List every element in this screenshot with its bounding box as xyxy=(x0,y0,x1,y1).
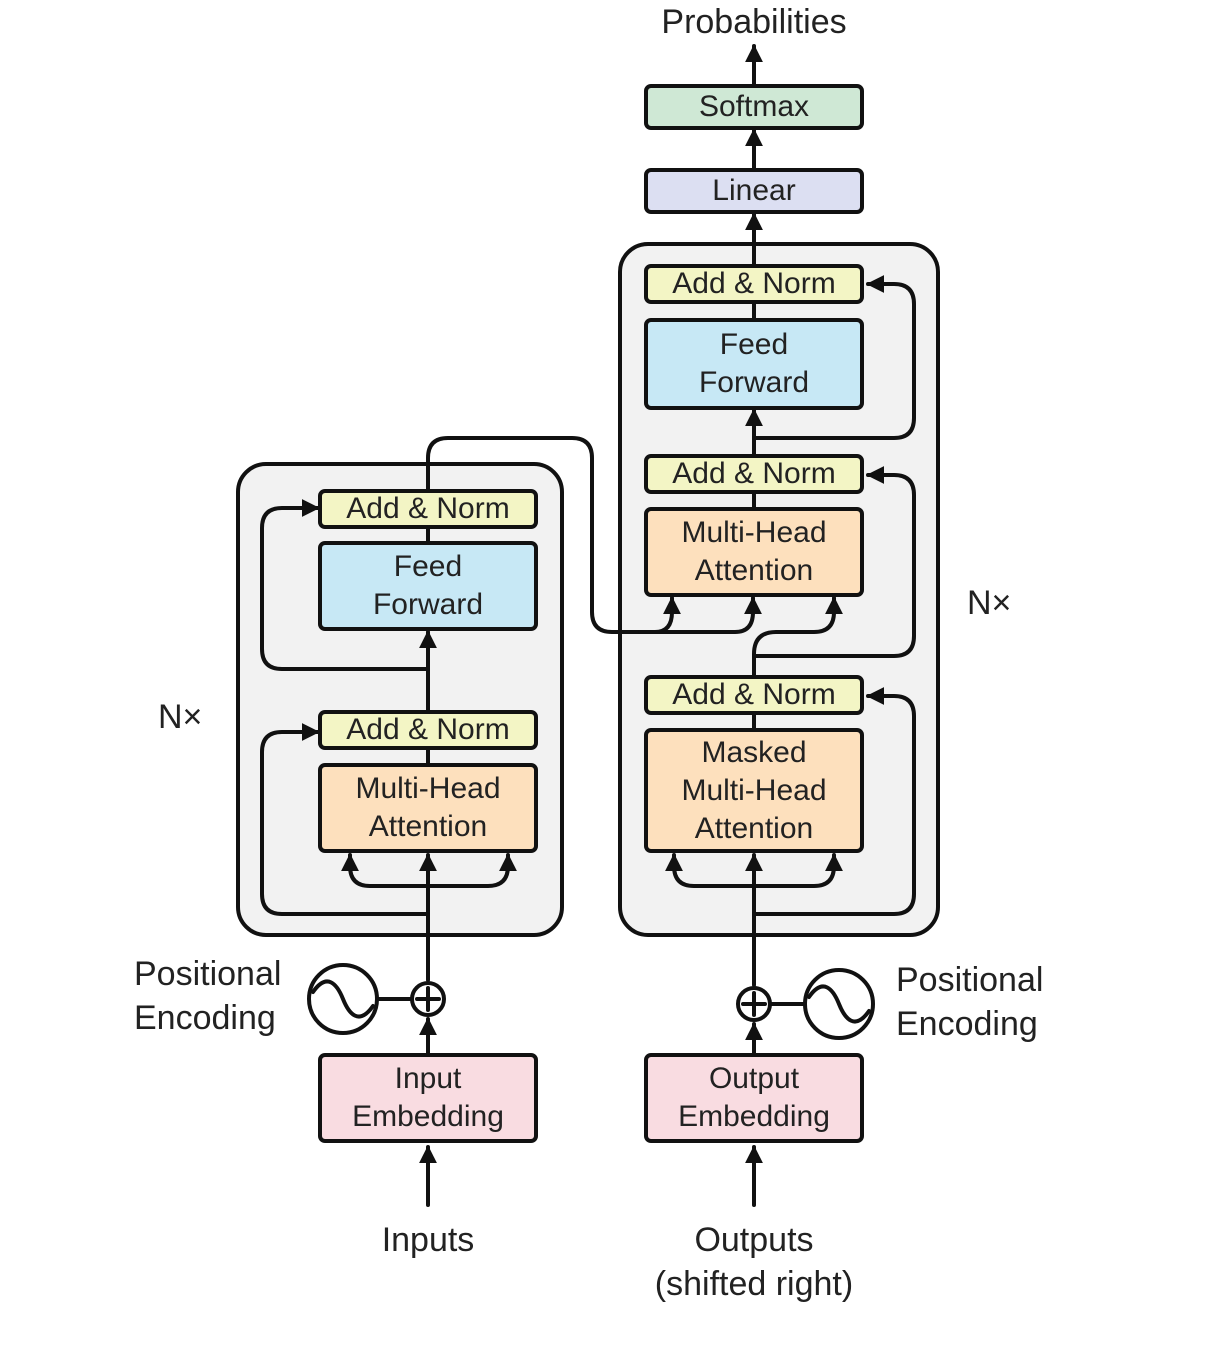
input-embedding-box: Input Embedding xyxy=(318,1053,538,1143)
decoder-main-line-2 xyxy=(752,596,843,678)
encoder-add-icon xyxy=(410,981,446,1017)
decoder-pe-line: Positional xyxy=(896,961,1044,999)
decoder-add-icon xyxy=(736,986,772,1022)
decoder-feed-forward-line: Feed xyxy=(719,328,789,361)
encoder-pe-line: Encoding xyxy=(134,999,276,1037)
decoder-add-norm-top: Add & Norm xyxy=(644,264,864,304)
encoder-multi-head-attention: Multi-Head Attention xyxy=(318,763,538,853)
output-embedding-box: Output Embedding xyxy=(644,1053,864,1143)
linear-box: Linear xyxy=(644,168,864,214)
encoder-pe-line: Positional xyxy=(134,955,282,993)
decoder-masked-line: Attention xyxy=(694,811,814,845)
outputs-label-line: (shifted right) xyxy=(654,1265,854,1303)
encoder-add-icon xyxy=(415,986,441,1012)
encoder-residual-1 xyxy=(260,723,430,916)
softmax-box: Softmax xyxy=(644,84,864,130)
decoder-feed-forward: Feed Forward xyxy=(644,318,864,410)
decoder-repeat-label: N× xyxy=(967,584,1012,622)
encoder-residual-2 xyxy=(260,499,430,671)
decoder-residual-3 xyxy=(752,275,916,440)
decoder-residual-2 xyxy=(752,466,916,658)
decoder-masked-branch xyxy=(665,853,756,888)
probabilities-label: Probabilities xyxy=(661,3,847,41)
decoder-pe-wave-icon xyxy=(803,968,875,1040)
decoder-attention-line: Attention xyxy=(694,554,814,587)
decoder-multi-head-attention: Multi-Head Attention xyxy=(644,507,864,597)
outputs-label: Outputs (shifted right) xyxy=(604,1218,904,1306)
decoder-add-icon xyxy=(741,991,767,1017)
decoder-pe-line: Encoding xyxy=(896,1005,1038,1043)
encoder-stack xyxy=(236,462,564,937)
decoder-add-norm-middle: Add & Norm xyxy=(644,454,864,494)
decoder-pe-wave-icon xyxy=(807,984,871,1024)
inputs-label: Inputs xyxy=(381,1221,475,1259)
encoder-repeat-label: N× xyxy=(158,698,203,736)
decoder-masked-attention: Masked Multi-Head Attention xyxy=(644,728,864,853)
encoder-attention-line: Multi-Head xyxy=(355,772,501,805)
encoder-to-decoder xyxy=(638,596,762,634)
encoder-feed-forward: Feed Forward xyxy=(318,541,538,631)
decoder-masked-line: Multi-Head xyxy=(681,773,827,807)
decoder-add-norm-bottom: Add & Norm xyxy=(644,675,864,715)
encoder-feed-forward-line: Feed xyxy=(393,550,463,583)
decoder-attention-line: Multi-Head xyxy=(681,516,827,549)
encoder-attn-branch xyxy=(426,853,517,888)
decoder-feed-forward-line: Forward xyxy=(698,366,810,399)
output-embedding-line: Embedding xyxy=(678,1100,830,1133)
output-embedding-line: Output xyxy=(708,1062,800,1095)
encoder-attn-branch xyxy=(341,853,430,888)
input-embedding-line: Embedding xyxy=(352,1100,504,1133)
outputs-label-line: Outputs xyxy=(694,1221,814,1259)
encoder-pe-wave-icon xyxy=(307,963,379,1035)
encoder-pe-wave-icon xyxy=(311,979,375,1019)
encoder-add-norm-bottom: Add & Norm xyxy=(318,710,538,750)
encoder-to-decoder xyxy=(426,436,681,634)
encoder-attention-line: Attention xyxy=(368,810,488,843)
encoder-add-norm-top: Add & Norm xyxy=(318,489,538,529)
decoder-masked-line: Masked xyxy=(701,735,807,769)
encoder-positional-encoding-label: Positional Encoding xyxy=(134,952,281,1040)
decoder-masked-branch xyxy=(752,853,843,888)
decoder-positional-encoding-label: Positional Encoding xyxy=(896,958,1043,1046)
encoder-feed-forward-line: Forward xyxy=(372,588,484,621)
input-embedding-line: Input xyxy=(394,1062,462,1095)
decoder-residual-1 xyxy=(752,687,916,916)
